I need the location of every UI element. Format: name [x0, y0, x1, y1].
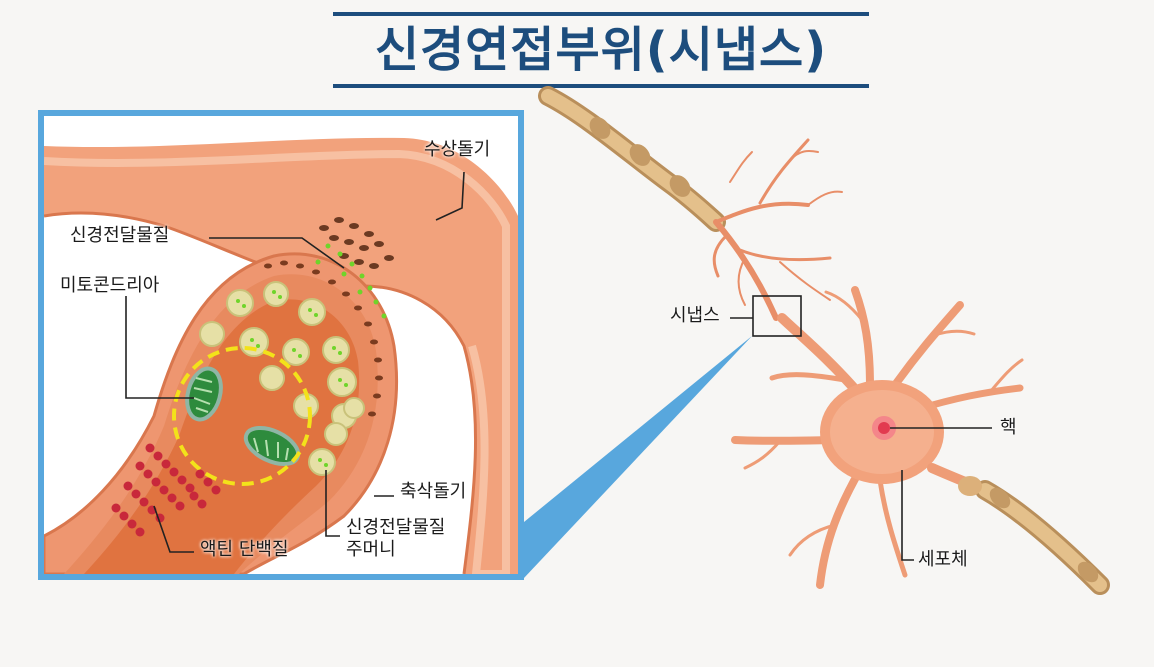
neurotransmitter-dots [236, 243, 387, 467]
inset-leader-lines [125, 171, 465, 553]
neuron-dendrites [731, 286, 1024, 589]
upper-axon [538, 86, 726, 232]
neuron-cell-body [820, 380, 944, 484]
synapse-detail-inset: 수상돌기 신경전달물질 미토콘드리아 축삭돌기 신경전달물질 주머니 액틴 단백… [38, 110, 524, 580]
mitochondria-shapes [185, 366, 301, 467]
vesicles [199, 281, 365, 476]
zoom-callout [524, 336, 752, 578]
page-title: 신경연접부위(시냅스) [374, 22, 828, 78]
synapse-box [752, 295, 802, 337]
nucleus-label: 핵 [1000, 417, 1017, 438]
vesicle-label-line2: 주머니 [346, 539, 396, 560]
vesicle-label-line1: 신경전달물질 [346, 517, 446, 538]
synapse-label: 시냅스 [670, 305, 720, 326]
actin-label: 액틴 단백질 [200, 539, 289, 560]
mitochondria-label: 미토콘드리아 [60, 275, 160, 296]
title-banner: 신경연접부위(시냅스) [333, 12, 869, 88]
axon-label: 축삭돌기 [400, 481, 467, 502]
neurotransmitter-label: 신경전달물질 [70, 225, 170, 246]
dendrite-label: 수상돌기 [424, 139, 491, 160]
membrane-dots [264, 260, 383, 417]
receptor-cluster [319, 217, 394, 269]
actin-proteins [111, 443, 221, 537]
cell-body-leader [901, 470, 914, 561]
mitochondria-highlight [172, 346, 312, 486]
lower-axon [927, 463, 1110, 595]
axon-terminal-branches [712, 138, 843, 321]
cell-body-label: 세포체 [918, 549, 968, 570]
